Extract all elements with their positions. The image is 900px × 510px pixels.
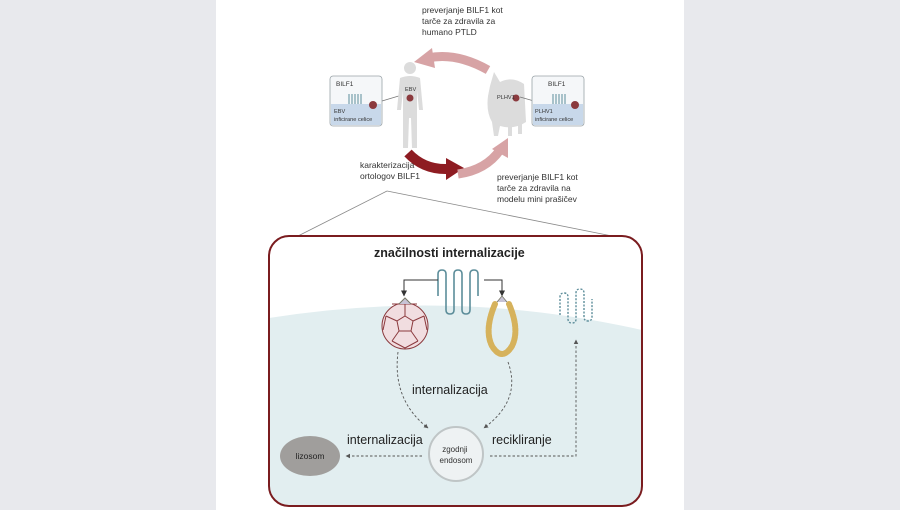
- receptor-icon: [552, 94, 566, 104]
- arrow-bottom-right: [457, 138, 508, 179]
- left-label-line-1: karakterizacija: [360, 160, 415, 170]
- right-label-line-3: modelu mini prašičev: [497, 194, 578, 204]
- human-inset-receptor: BILF1: [336, 81, 354, 88]
- top-label-line-1: preverjanje BILF1 kot: [422, 5, 503, 15]
- virus-particle-icon: [571, 101, 579, 109]
- human-virus-label: EBV: [405, 87, 416, 93]
- recycled-receptor-icon: [559, 288, 593, 324]
- early-endosome: [428, 426, 484, 482]
- zoom-lines: [297, 190, 613, 237]
- virus-particle-icon: [369, 101, 377, 109]
- panel-title: značilnosti internalizacije: [374, 246, 525, 260]
- left-label-line-2: ortologov BILF1: [360, 171, 420, 181]
- internalization-arrow-right: [483, 361, 513, 429]
- figure: preverjanje BILF1 kot tarče za zdravila …: [216, 0, 684, 510]
- membrane-receptor-icon: [437, 269, 479, 315]
- lysosome: [280, 436, 340, 476]
- internalization-label-left: internalizacija: [347, 433, 423, 447]
- pig-inset-cells: PLHV1 inficirane celice: [535, 109, 573, 123]
- branch-arrow-left: [401, 279, 438, 297]
- internalization-panel: značilnosti internalizacije internalizac: [268, 235, 643, 507]
- diagram-canvas: preverjanje BILF1 kot tarče za zdravila …: [268, 5, 643, 507]
- arrow-bottom-left: [404, 149, 464, 180]
- top-label: preverjanje BILF1 kot tarče za zdravila …: [422, 5, 505, 37]
- pig-silhouette-icon: PLHV1: [487, 72, 526, 136]
- arrow-top: [414, 48, 491, 74]
- human-inset: BILF1 EBV inficirane celice: [329, 75, 403, 127]
- branch-arrow-right: [484, 279, 505, 297]
- left-label: karakterizacija ortologov BILF1: [360, 160, 420, 181]
- pig-inset-receptor: BILF1: [548, 81, 566, 88]
- human-inset-cells: EBV inficirane celice: [334, 109, 372, 123]
- receptor-icon: [348, 94, 362, 104]
- right-label: preverjanje BILF1 kot tarče za zdravila …: [497, 172, 580, 204]
- pig-virus-label: PLHV1: [497, 95, 515, 101]
- cytoplasm: [269, 305, 642, 506]
- internalization-label-top: internalizacija: [412, 383, 488, 397]
- top-label-line-2: tarče za zdravila za: [422, 16, 495, 26]
- recycling-arrow: [490, 339, 579, 457]
- right-label-line-1: preverjanje BILF1 kot: [497, 172, 578, 182]
- panel-border: [268, 235, 643, 507]
- internalization-arrow-left: [396, 351, 429, 429]
- recycling-label: recikliranje: [492, 433, 552, 447]
- clathrin-vesicle-icon: [381, 297, 429, 350]
- lysosome-label: lizosom: [296, 451, 325, 461]
- pig-inset: BILF1 PLHV1 inficirane celice: [519, 75, 585, 127]
- top-label-line-3: humano PTLD: [422, 27, 477, 37]
- right-label-line-2: tarče za zdravila na: [497, 183, 571, 193]
- human-silhouette-icon: EBV: [397, 62, 423, 148]
- caveolae-vesicle-icon: [485, 295, 519, 357]
- early-endosome-label: zgodnji endosom: [440, 445, 473, 465]
